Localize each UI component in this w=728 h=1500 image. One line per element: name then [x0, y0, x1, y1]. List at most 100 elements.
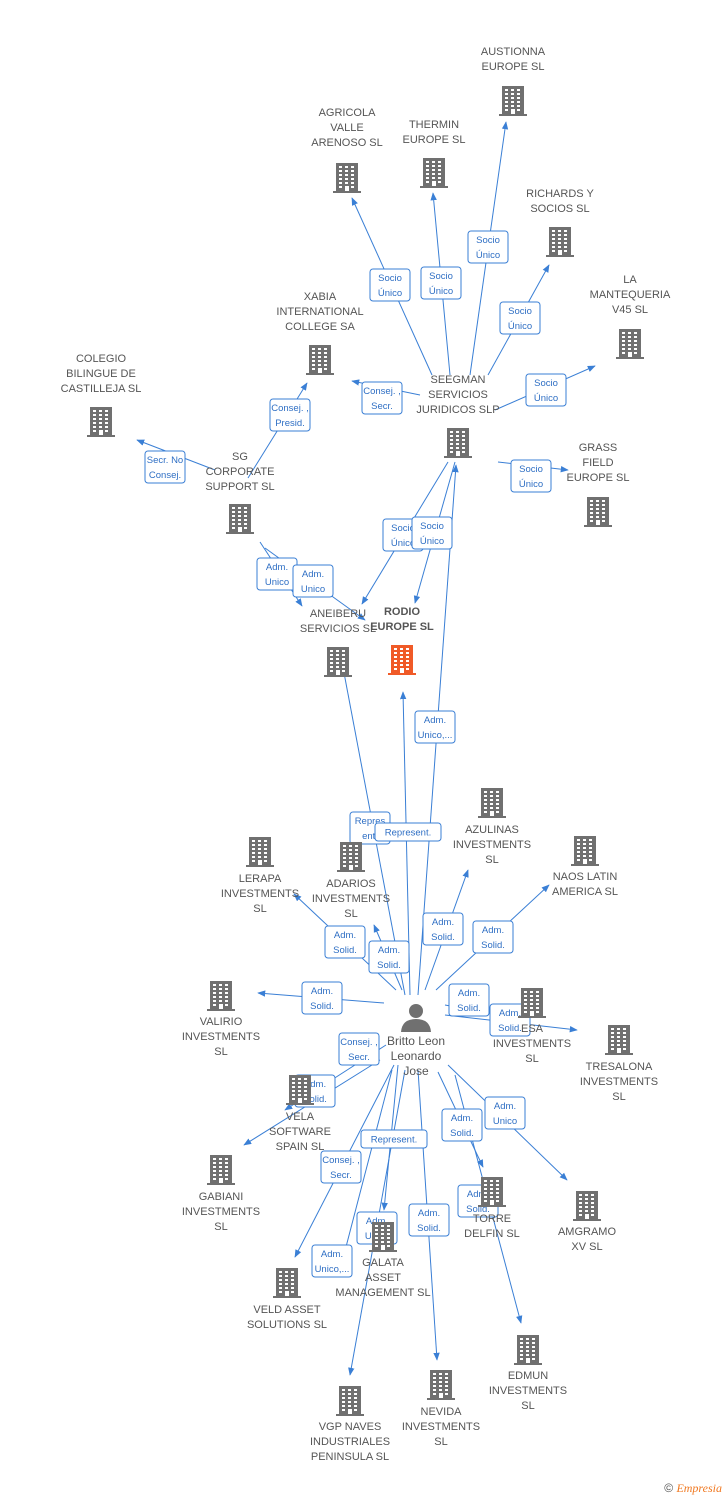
edge-label-seegman-xabia[interactable]: Consej. ,Secr.: [361, 381, 403, 415]
edge-label-text: Socio: [378, 273, 402, 284]
edge-label-person-naos[interactable]: Adm.Solid.: [472, 920, 514, 954]
edge-label-person-tresalona[interactable]: Adm.Solid.: [448, 983, 490, 1017]
edge-label-person-azulinas[interactable]: Adm.Solid.: [422, 912, 464, 946]
building-icon: [273, 1268, 301, 1298]
node-label-line: Leonardo: [391, 1049, 442, 1063]
node-label-line: SL: [525, 1053, 538, 1065]
node-label-line: GALATA: [362, 1257, 404, 1269]
node-label-line: THERMIN: [409, 119, 459, 131]
building-icon: [369, 1222, 397, 1252]
edge-label-person-veld[interactable]: Consej. ,Secr.: [320, 1150, 362, 1184]
edge-label-text: Consej. ,: [340, 1037, 378, 1048]
edge-label-person-rodio[interactable]: Represent.: [374, 822, 442, 842]
edge-label-sg-xabia[interactable]: Consej. ,Presid.: [269, 398, 311, 432]
edge-label-box: [338, 1032, 380, 1066]
node-label-line: SL: [344, 908, 357, 920]
node-label-line: AMERICA SL: [552, 886, 618, 898]
edge-label-person-veld[interactable]: Adm.Unico,...: [311, 1244, 353, 1278]
edge-label-person-lerapa[interactable]: Adm.Solid.: [324, 925, 366, 959]
node-label-line: SG: [232, 451, 248, 463]
edge-label-text: Único: [429, 286, 453, 297]
edge-label-box: [144, 450, 186, 484]
edge-label-box: [292, 564, 334, 598]
edge-label-person-adarios[interactable]: Adm.Solid.: [368, 940, 410, 974]
building-icon: [571, 836, 599, 866]
edge-label-text: Adm.: [418, 1208, 440, 1219]
edge-label-sg-aneiberu[interactable]: Adm.Unico: [256, 557, 298, 591]
node-label-line: EUROPE SL: [567, 472, 630, 484]
edge-label-text: Adm.: [304, 1079, 326, 1090]
edge-label-text: Único: [476, 250, 500, 261]
node-label-line: VELD ASSET: [253, 1304, 321, 1316]
node-label-line: SPAIN SL: [276, 1141, 325, 1153]
edge-label-person-amgramo[interactable]: Adm.Unico: [484, 1096, 526, 1130]
edge-label-person-seegman[interactable]: Adm.Unico,...: [414, 710, 456, 744]
building-icon: [499, 86, 527, 116]
edge-label-box: [414, 710, 456, 744]
building-icon: [333, 163, 361, 193]
person-icon: [401, 1004, 431, 1032]
edge-label-person-valirio[interactable]: Adm.Solid.: [301, 981, 343, 1015]
building-icon: [427, 1370, 455, 1400]
node-label-line: SOLUTIONS SL: [247, 1319, 327, 1331]
empresia-logo[interactable]: Empresia: [676, 1481, 722, 1495]
edge-label-text: Repres: [355, 816, 386, 827]
edge-label-text: Solid.: [457, 1003, 481, 1014]
node-veld[interactable]: VELD ASSET SOLUTIONS SL: [247, 1268, 327, 1331]
edge-label-person-galata[interactable]: Represent.: [360, 1129, 428, 1149]
edge-label-person-vela[interactable]: Consej. , Secr.: [338, 1032, 380, 1066]
edge-label-text: Secr.: [348, 1052, 370, 1063]
edge-label-box: [510, 459, 552, 493]
edge-label-text: Solid.: [310, 1001, 334, 1012]
building-icon: [207, 1155, 235, 1185]
edge-label-sg-rodio[interactable]: Adm.Unico: [292, 564, 334, 598]
edge-label-box: [472, 920, 514, 954]
edge-label-person-mesa[interactable]: Adm.Solid.: [489, 1003, 531, 1037]
edge-label-text: Consej. ,: [363, 386, 401, 397]
edge-label-person-nevida[interactable]: Adm.Solid.: [408, 1203, 450, 1237]
edge-label-person-torre[interactable]: Adm.Solid.: [441, 1108, 483, 1142]
edge-label-text: Adm.: [366, 1216, 388, 1227]
building-icon: [420, 158, 448, 188]
node-label-line: VALIRIO: [200, 1016, 243, 1028]
